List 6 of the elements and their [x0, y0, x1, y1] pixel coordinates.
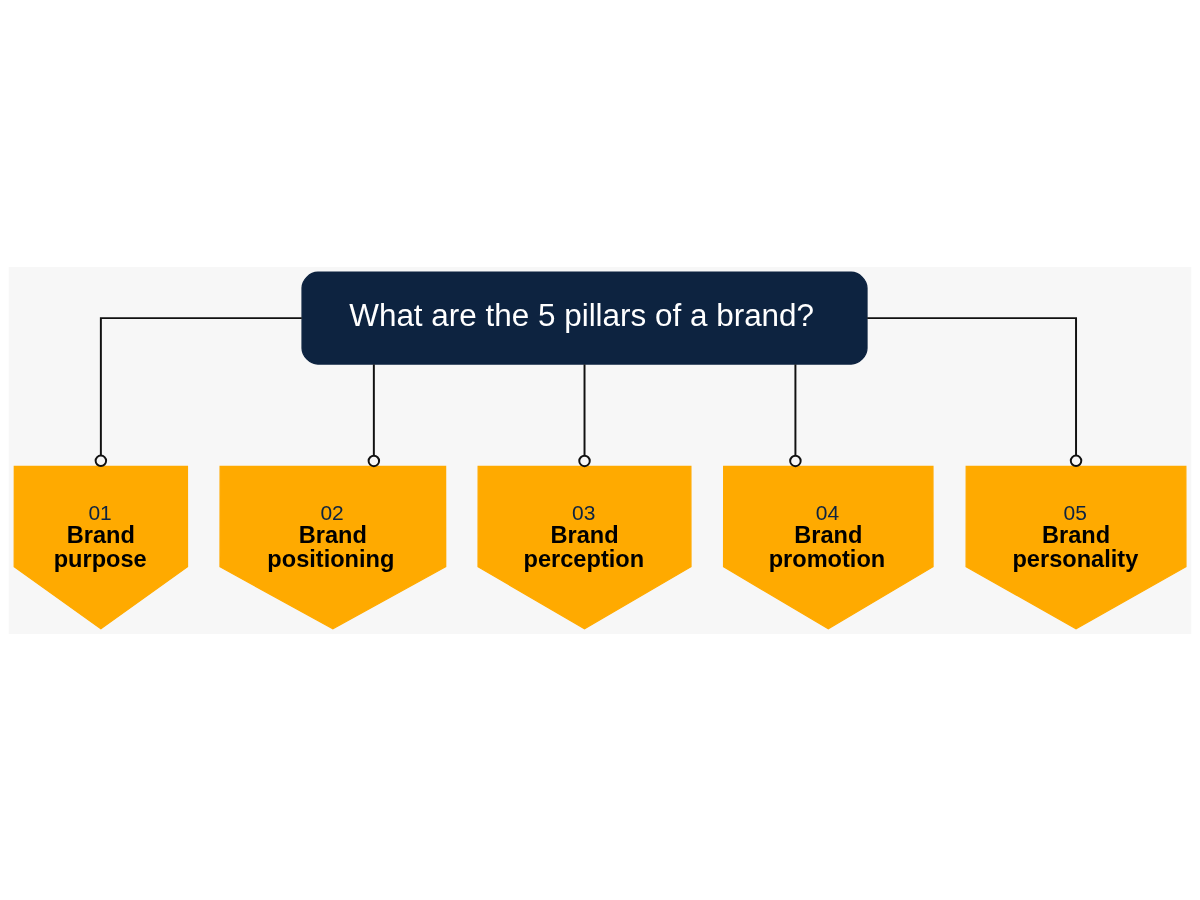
node-box: What are the 5 pillars of a brand?: [301, 271, 868, 365]
connector: [866, 316, 1083, 467]
connector: [94, 316, 303, 467]
connector: [578, 362, 591, 467]
connector: [789, 362, 802, 467]
connector: [367, 362, 381, 467]
